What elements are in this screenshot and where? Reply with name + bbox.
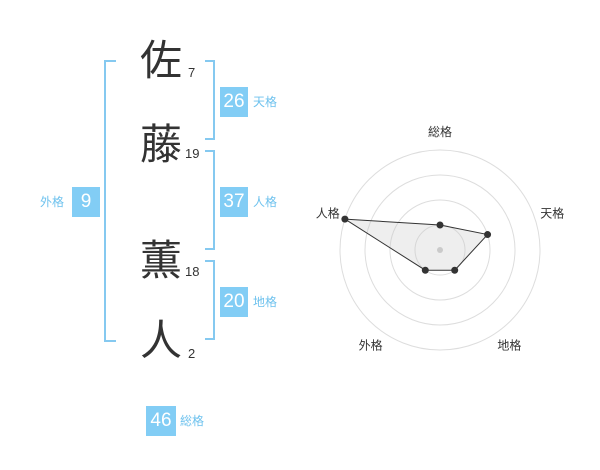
tenkaku-value: 26 [220, 87, 248, 117]
radar-point-4 [421, 266, 429, 274]
radar-center [437, 247, 443, 253]
radar-area [344, 218, 489, 271]
name-char-3: 薫 [140, 236, 183, 285]
chikaku-bracket [205, 260, 215, 340]
gaikaku-bracket [104, 60, 116, 342]
stroke-count-3: 18 [185, 264, 200, 279]
chikaku-label: 地格 [253, 295, 278, 309]
radar-axis-label-5: 人格 [316, 206, 340, 221]
name-char-2: 藤 [140, 120, 183, 169]
radar-axis-label-2: 天格 [540, 206, 564, 221]
radar-ring-2 [389, 199, 491, 301]
soukaku-value: 46 [146, 406, 176, 436]
radar-axis-label-3: 地格 [497, 337, 521, 352]
radar-point-1 [436, 221, 444, 229]
radar-ring-3 [364, 174, 516, 326]
radar-ring-4 [339, 149, 541, 351]
radar-axis-label-1: 総格 [428, 124, 452, 139]
tenkaku-label: 天格 [253, 95, 278, 109]
stroke-count-4: 2 [188, 346, 196, 361]
name-char-4: 人 [140, 316, 183, 365]
stroke-count-1: 7 [188, 65, 196, 80]
radar-point-3 [451, 266, 459, 274]
radar-point-5 [341, 215, 349, 223]
gaikaku-label: 外格 [40, 195, 65, 209]
jinkaku-bracket [205, 150, 215, 250]
jinkaku-label: 人格 [253, 195, 278, 209]
chikaku-value: 20 [220, 287, 248, 317]
tenkaku-bracket [205, 60, 215, 140]
radar-point-2 [484, 231, 492, 239]
name-char-1: 佐 [140, 36, 183, 85]
gaikaku-value: 9 [72, 187, 100, 217]
soukaku-label: 総格 [180, 414, 205, 428]
radar-axis-label-4: 外格 [359, 337, 383, 352]
jinkaku-value: 37 [220, 187, 248, 217]
stroke-count-2: 19 [185, 146, 200, 161]
